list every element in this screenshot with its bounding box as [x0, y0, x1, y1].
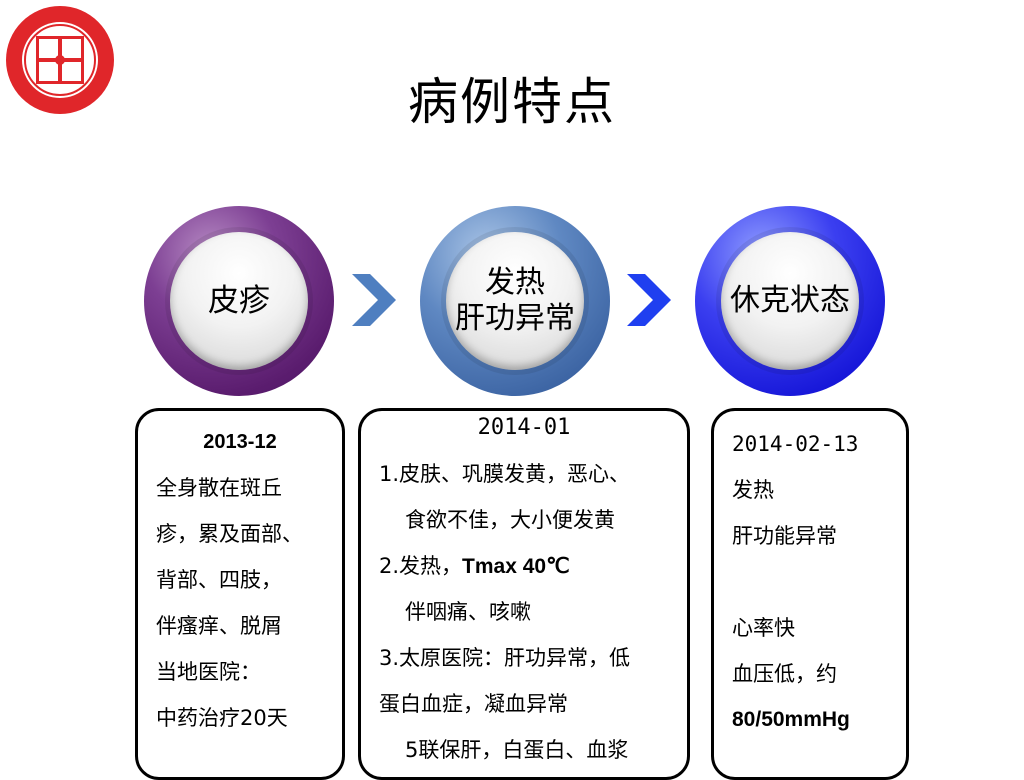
timeline-box-2013-12: 2013-12 全身散在斑丘 疹，累及面部、 背部、四肢， 伴瘙痒、脱屑 当地医… [135, 408, 345, 780]
box-line: 当地医院： [156, 660, 261, 684]
stage-circle-rash: 皮疹 [144, 206, 334, 396]
stage-label-line: 肝功异常 [455, 301, 575, 336]
box-lines: 全身散在斑丘 疹，累及面部、 背部、四肢， 伴瘙痒、脱屑 当地医院： 中药治疗2… [156, 473, 303, 749]
stage-label-line: 皮疹 [208, 283, 270, 319]
box-line: 心率快 [732, 616, 795, 640]
box-line: 背部、四肢， [156, 568, 282, 592]
box-line: 3.太原医院：肝功异常，低 [379, 646, 631, 670]
box-line: 伴咽痛、咳嗽 [405, 600, 531, 624]
timeline-box-2014-01: 2014-01 1.皮肤、巩膜发黄，恶心、 食欲不佳，大小便发黄 2.发热，Tm… [358, 408, 690, 780]
box-line: 中药治疗20天 [156, 706, 288, 730]
stage-label: 休克状态 [721, 232, 859, 370]
box-line: 肝功能异常 [732, 524, 837, 548]
chevron-right-icon [627, 274, 671, 326]
blood-pressure-value: 80/50mmHg [732, 708, 850, 731]
stage-label-line: 发热 [485, 265, 545, 300]
hospital-logo [4, 4, 116, 116]
box-line: 血压低，约 [732, 662, 837, 686]
box-line: 蛋白血症，凝血异常 [379, 692, 568, 716]
stage-label: 发热 肝功异常 [446, 232, 584, 370]
stage-circle-shock: 休克状态 [695, 206, 885, 396]
box-line: 5联保肝，白蛋白、血浆 [405, 738, 629, 762]
hospital-seal-icon [6, 6, 114, 114]
chevron-right-icon [352, 274, 396, 326]
box-lines: 1.皮肤、巩膜发黄，恶心、 食欲不佳，大小便发黄 2.发热，Tmax 40℃ 伴… [379, 459, 631, 777]
box-line: 发热 [732, 478, 774, 502]
box-line: 2.发热，Tmax 40℃ [379, 551, 630, 597]
box-date: 2014-02-13 [732, 432, 859, 456]
box-line: 1.皮肤、巩膜发黄，恶心、 [379, 462, 631, 486]
box-spacer [732, 567, 858, 613]
box-line: 食欲不佳，大小便发黄 [405, 508, 615, 532]
page-title: 病例特点 [408, 73, 616, 131]
box-date: 2014-01 [477, 415, 571, 440]
stage-label: 皮疹 [170, 232, 308, 370]
box-line: 疹，累及面部、 [156, 522, 303, 546]
timeline-box-2014-02-13: 2014-02-13 发热 肝功能异常 心率快 血压低，约 80/50mmHg [711, 408, 909, 780]
max-temperature: Tmax 40℃ [462, 555, 570, 578]
stage-circle-fever: 发热 肝功异常 [420, 206, 610, 396]
stage-label-line: 休克状态 [730, 283, 850, 318]
box-line: 全身散在斑丘 [156, 476, 282, 500]
box-line: 伴瘙痒、脱屑 [156, 614, 282, 638]
box-date: 2013-12 [203, 431, 277, 453]
box-lines: 2014-02-13 发热 肝功能异常 心率快 血压低，约 80/50mmHg [732, 429, 858, 751]
item-prefix: 2.发热， [379, 554, 463, 578]
